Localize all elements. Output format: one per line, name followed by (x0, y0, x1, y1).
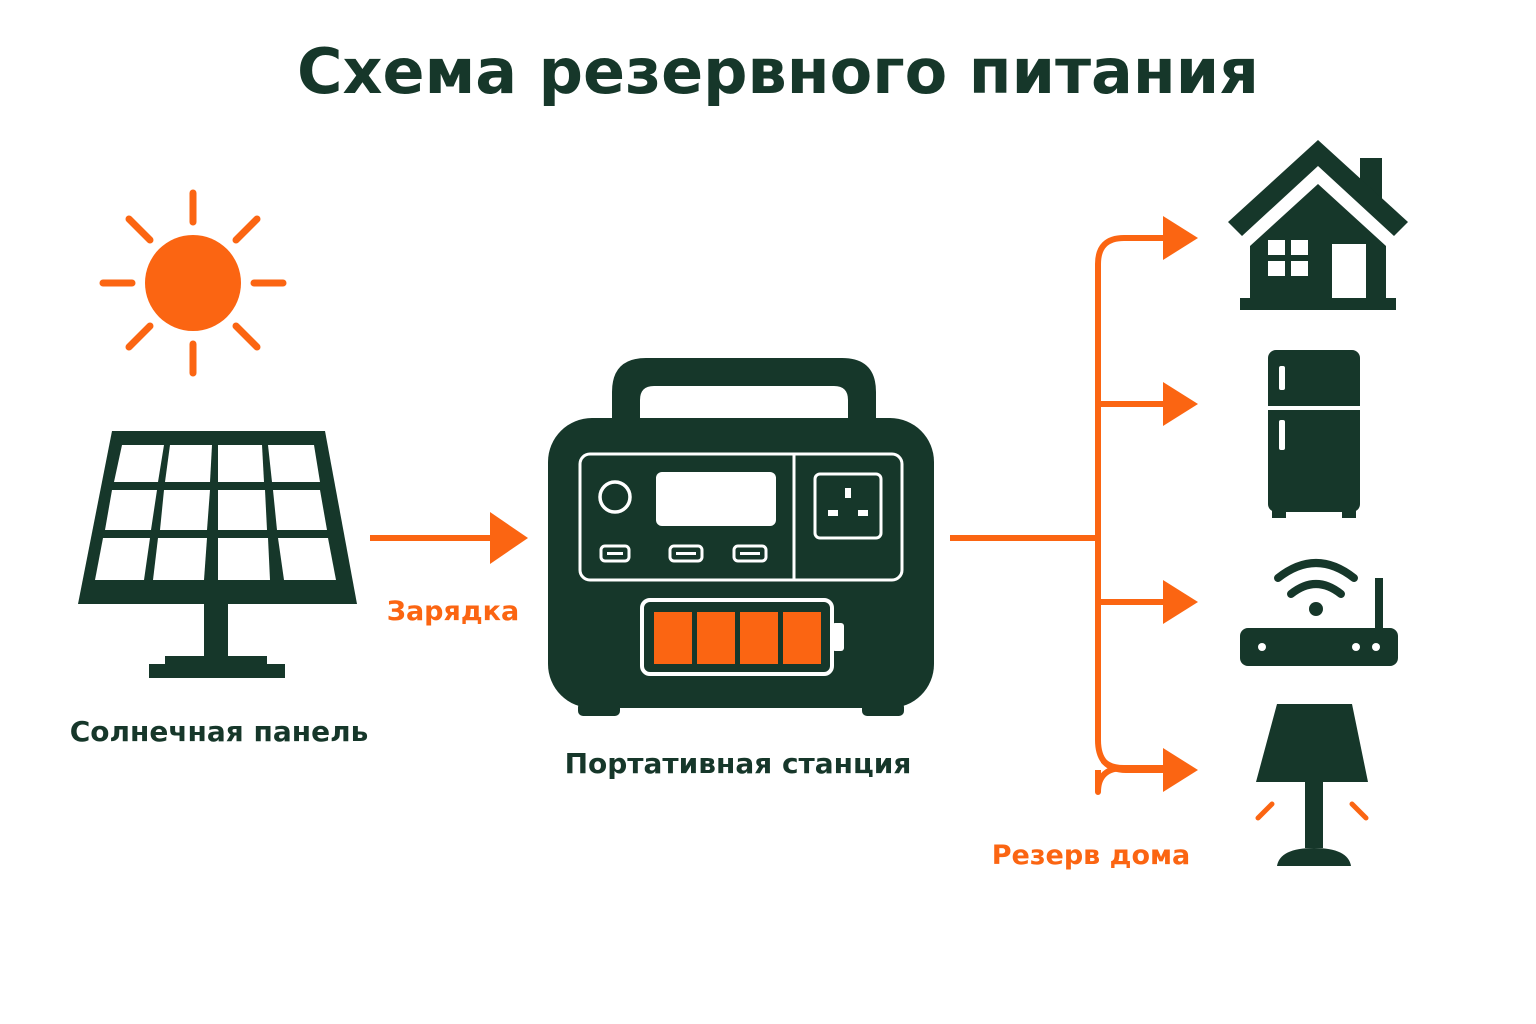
backup-label: Резерв дома (992, 840, 1191, 871)
refrigerator-icon (1268, 350, 1360, 518)
charge-arrow (370, 512, 528, 564)
solar-panel-icon (78, 431, 357, 678)
sun-icon (99, 189, 287, 377)
battery-cell (654, 612, 692, 664)
charge-label: Зарядка (387, 596, 519, 627)
diagram-title: Схема резервного питания (297, 35, 1259, 108)
battery-cell (697, 612, 735, 664)
station-label: Портативная станция (565, 747, 912, 780)
wifi-router-icon (1240, 559, 1398, 666)
battery-cells (654, 612, 821, 664)
house-icon (1228, 140, 1408, 310)
solar-panel-label: Солнечная панель (70, 715, 369, 748)
battery-cell (740, 612, 778, 664)
battery-cell (783, 612, 821, 664)
lamp-icon (1255, 704, 1369, 866)
output-arrowheads (1163, 216, 1198, 792)
portable-power-station-icon (548, 358, 934, 716)
backup-distribution-arrows (950, 235, 1165, 795)
